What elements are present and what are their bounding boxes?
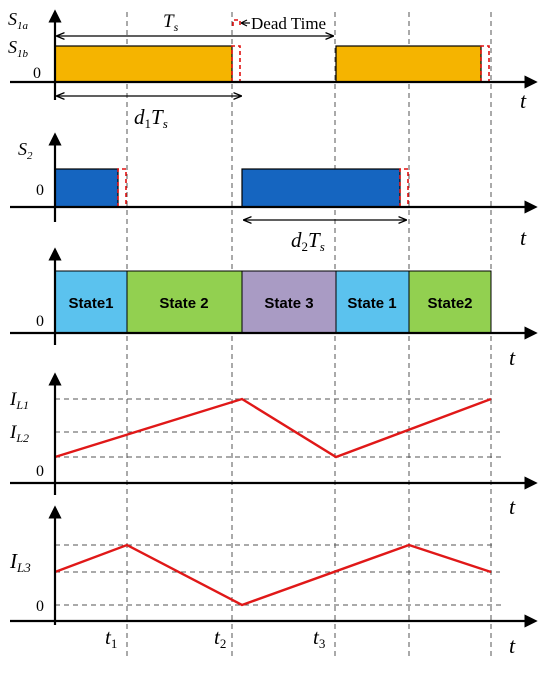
dead-time-marker-1 <box>231 45 241 82</box>
d1-label: d1Ts <box>134 105 168 131</box>
panel-il3: IL3 0 t1 t2 t3 t <box>9 505 538 658</box>
panel-states: State1 State 2 State 3 State 1 State2 0 … <box>10 247 538 370</box>
il3-waveform <box>54 543 492 607</box>
states-t-axis-label: t <box>509 345 516 370</box>
dead-time-label: Dead Time <box>251 14 326 33</box>
il-zero-label: 0 <box>36 463 44 480</box>
state-label-2: State 2 <box>159 295 208 312</box>
il3-zero-label: 0 <box>36 598 44 615</box>
tick-t3: t3 <box>313 625 325 651</box>
state-box-3 <box>241 270 337 334</box>
il-t-axis-label: t <box>509 494 516 519</box>
state-label-4: State 1 <box>347 295 396 312</box>
s1-pulse-1 <box>54 45 233 83</box>
state-label-5: State2 <box>427 295 472 312</box>
states-zero-label: 0 <box>36 313 44 330</box>
il3-label: IL3 <box>9 549 31 575</box>
s1-zero-label: 0 <box>33 65 41 82</box>
s1b-label: S1b <box>8 37 29 60</box>
s2-pulse-2 <box>241 168 401 208</box>
d2-label: d2Ts <box>291 228 325 254</box>
s2-dead-time-marker-2 <box>399 168 409 207</box>
panel-s1: Ts Dead Time d1Ts S1a S1b 0 t <box>8 9 538 131</box>
il3-t-axis-label: t <box>509 633 516 658</box>
s2-pulse-1 <box>54 168 119 208</box>
dead-time-leader-arrow <box>240 19 248 27</box>
state-label-1: State1 <box>68 295 113 312</box>
state-box-4 <box>335 270 410 334</box>
s1-t-axis-label: t <box>520 88 527 113</box>
vertical-guides <box>126 12 492 660</box>
tick-t1: t1 <box>105 625 117 651</box>
s1a-label: S1a <box>8 9 29 32</box>
s2-dead-time-marker-1 <box>117 168 127 207</box>
s1-pulse-2 <box>335 45 482 83</box>
period-label: Ts <box>163 11 179 34</box>
panel-s2: d2Ts S2 0 t <box>10 132 538 254</box>
dead-time-marker-2 <box>480 45 490 82</box>
tick-t2: t2 <box>214 625 226 651</box>
s2-zero-label: 0 <box>36 182 44 199</box>
state-label-3: State 3 <box>264 295 313 312</box>
il1-label: IL1 <box>9 389 29 412</box>
il2-label: IL2 <box>9 422 29 445</box>
panel-il1-il2: IL1 IL2 0 t <box>9 372 538 519</box>
s2-label: S2 <box>18 139 33 162</box>
s2-t-axis-label: t <box>520 225 527 250</box>
il1-waveform <box>54 397 492 459</box>
dead-time-top-bracket <box>232 19 241 26</box>
